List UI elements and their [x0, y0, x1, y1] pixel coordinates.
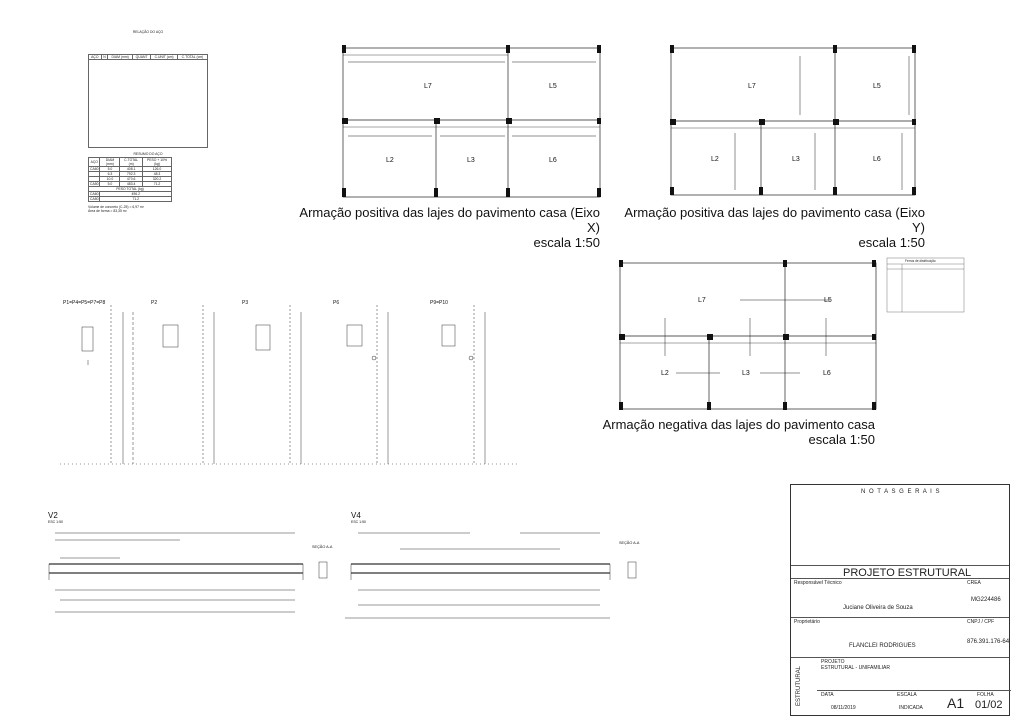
plan-negative-title: Armação negativa das lajes do pavimento … — [602, 417, 875, 432]
project-title: PROJETO ESTRUTURAL — [843, 567, 972, 579]
steel-header-cunit: C.UNIT (cm) — [150, 54, 178, 60]
resumo-header-aco: AÇO — [87, 157, 101, 167]
column-details — [60, 305, 520, 465]
resumo-cell: CA50 — [87, 181, 101, 187]
plan-negative — [619, 260, 877, 410]
steel-tables: RELAÇÃO DO AÇO AÇO N DIAM (mm) QUANT C.U… — [87, 30, 209, 213]
beam-scale-v2: ESC 1:50 — [48, 520, 63, 524]
slab-label-l5-x: L5 — [549, 83, 557, 90]
section-label-v2: SEÇÃO A-A — [312, 544, 333, 549]
slab-label-l5-neg: L5 — [824, 297, 832, 304]
date-label: DATA — [821, 692, 834, 698]
column-label-1: P1=P4=P5=P7=P8 — [63, 300, 105, 306]
steel-resumo-table: AÇO DIAM (mm) C.TOTAL (m) PESO + 10% (kg… — [87, 157, 173, 202]
plan-x-title: Armação positiva das lajes do pavimento … — [299, 205, 600, 235]
peso-cell: CA60 — [87, 191, 101, 197]
plan-positive-y — [670, 45, 916, 196]
steel-resumo-title: RESUMO DO AÇO — [133, 152, 163, 156]
resumo-header-diam: DIAM (mm) — [99, 157, 121, 167]
steel-relation-title: RELAÇÃO DO AÇO — [132, 30, 164, 34]
plan-negative-scale: escala 1:50 — [808, 432, 876, 447]
slab-label-l7-y: L7 — [748, 83, 756, 90]
peso-cell: 71.2 — [99, 196, 172, 202]
steel-relation-table: AÇO N DIAM (mm) QUANT C.UNIT (cm) C.TOTA… — [88, 54, 209, 148]
forma-text: Área de forma = 83,35 m² — [88, 209, 127, 213]
slab-label-l7-neg: L7 — [698, 297, 706, 304]
resumo-header-peso: PESO + 10% (kg) — [141, 157, 173, 167]
steel-header-ctotal: C.TOTAL (cm) — [176, 54, 209, 60]
slab-label-l5-y: L5 — [873, 83, 881, 90]
cpf-label: CNPJ / CPF — [967, 619, 995, 625]
project-value: ESTRUTURAL - UNIFAMILIAR — [821, 665, 890, 671]
plan-positive-x — [342, 45, 601, 198]
beam-v4 — [345, 532, 637, 619]
title-block: N O T A S G E R A I S PROJETO ESTRUTURAL… — [790, 484, 1011, 716]
resp-name: Juciane Oliveira de Souza — [843, 605, 913, 611]
volume-text: Volume de concreto (C-25) = 6,97 m³ — [88, 205, 144, 209]
sheet-label: FOLHA — [977, 692, 994, 698]
beam-scale-v4: ESC 1:50 — [351, 520, 366, 524]
slab-label-l3-x: L3 — [467, 157, 475, 164]
slab-label-l2-y: L2 — [711, 156, 719, 163]
sheet-value: 01/02 — [975, 699, 1003, 711]
column-label-3: P3 — [242, 300, 248, 306]
peso-cell: CA50 — [87, 196, 101, 202]
owner-name: FLANCLEI RODRIGUES — [849, 643, 916, 649]
column-label-2: P2 — [151, 300, 157, 306]
plan-x-caption: Armação positiva das lajes do pavimento … — [290, 205, 600, 250]
slab-label-l7-x: L7 — [424, 83, 432, 90]
scale-label: ESCALA — [897, 692, 917, 698]
plan-x-scale: escala 1:50 — [533, 235, 601, 250]
slab-label-l2-neg: L2 — [661, 370, 669, 377]
slab-label-l6-neg: L6 — [823, 370, 831, 377]
plan-y-caption: Armação positiva das lajes do pavimento … — [610, 205, 925, 250]
side-label: ESTRUTURAL — [796, 665, 803, 707]
resumo-cell: CA60 — [87, 166, 101, 172]
plan-y-title: Armação positiva das lajes do pavimento … — [624, 205, 925, 235]
slab-label-l6-x: L6 — [549, 157, 557, 164]
crea-value: MG224486 — [971, 597, 1001, 603]
project-label: PROJETO — [821, 659, 845, 665]
slab-label-l3-neg: L3 — [742, 370, 750, 377]
slab-label-l2-x: L2 — [386, 157, 394, 164]
cpf-value: 876.391.176-64 — [967, 639, 1010, 645]
crea-label: CREA — [967, 580, 981, 586]
steel-rows-area — [88, 59, 208, 148]
slab-label-l6-y: L6 — [873, 156, 881, 163]
slab-label-l3-y: L3 — [792, 156, 800, 163]
column-label-5: P9=P10 — [430, 300, 448, 306]
resp-label: Responsável Técnico — [794, 580, 842, 586]
owner-label: Proprietário — [794, 619, 820, 625]
beam-label-v4: V4 — [351, 511, 361, 520]
plan-y-scale: escala 1:50 — [858, 235, 926, 250]
section-label-v4: SEÇÃO A-A — [619, 540, 640, 545]
scale-value: INDICADA — [899, 705, 923, 711]
column-label-4: P6 — [333, 300, 339, 306]
distribution-table-title: Ferros de distribuição — [905, 259, 936, 263]
resumo-header-ctotal: C.TOTAL (m) — [119, 157, 143, 167]
format-value: A1 — [947, 695, 965, 711]
beam-v2 — [48, 532, 328, 613]
plan-negative-caption: Armação negativa das lajes do pavimento … — [600, 417, 875, 447]
notes-title: N O T A S G E R A I S — [861, 489, 941, 495]
distribution-table — [886, 257, 965, 313]
beam-label-v2: V2 — [48, 511, 58, 520]
date-value: 08/11/2019 — [831, 705, 856, 711]
